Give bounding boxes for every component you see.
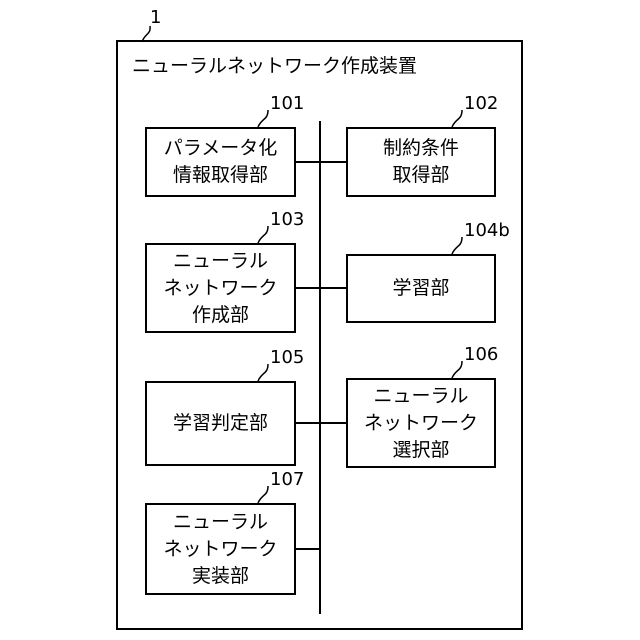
- block-parameterized-info-acquisition: パラメータ化 情報取得部: [145, 127, 296, 197]
- block-line: 実装部: [192, 563, 249, 590]
- block-nn-creation: ニューラル ネットワーク 作成部: [145, 243, 296, 333]
- block-line: 学習部: [392, 275, 449, 302]
- leader-104b: [452, 237, 462, 254]
- ref-label-105: 105: [270, 348, 304, 368]
- block-line: パラメータ化: [164, 135, 277, 162]
- block-line: ネットワーク: [163, 536, 277, 563]
- block-line: 制約条件: [383, 135, 459, 162]
- block-line: ネットワーク: [163, 275, 277, 302]
- block-line: ニューラル: [173, 248, 268, 275]
- block-learning: 学習部: [346, 254, 496, 323]
- ref-label-102: 102: [464, 94, 498, 114]
- device-title: ニューラルネットワーク作成装置: [132, 54, 417, 78]
- leader-106: [452, 361, 462, 378]
- ref-label-101: 101: [270, 94, 304, 114]
- ref-label-107: 107: [270, 470, 304, 490]
- leader-103: [258, 226, 268, 243]
- leader-107: [258, 486, 268, 503]
- block-line: 情報取得部: [173, 162, 268, 189]
- block-constraint-acquisition: 制約条件 取得部: [346, 127, 496, 197]
- block-line: 選択部: [392, 437, 449, 464]
- leader-102: [452, 110, 462, 127]
- block-line: 学習判定部: [173, 410, 268, 437]
- block-line: ニューラル: [373, 383, 468, 410]
- block-line: ネットワーク: [364, 410, 478, 437]
- ref-label-106: 106: [464, 345, 498, 365]
- block-nn-implementation: ニューラル ネットワーク 実装部: [145, 503, 296, 595]
- block-line: ニューラル: [173, 509, 268, 536]
- leader-1: [142, 26, 150, 42]
- ref-label-103: 103: [270, 210, 304, 230]
- block-nn-selection: ニューラル ネットワーク 選択部: [346, 378, 496, 468]
- block-line: 取得部: [392, 162, 449, 189]
- block-line: 作成部: [192, 302, 249, 329]
- ref-label-104b: 104b: [464, 221, 510, 241]
- leader-105: [258, 364, 268, 381]
- leader-101: [258, 110, 268, 127]
- device-ref-label: 1: [150, 8, 161, 28]
- block-learning-judgment: 学習判定部: [145, 381, 296, 466]
